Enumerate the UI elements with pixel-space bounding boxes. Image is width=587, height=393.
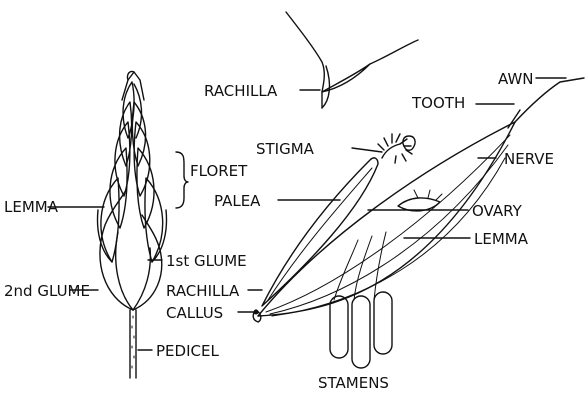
label-nerve: NERVE	[504, 150, 554, 168]
pedicel-stalk	[130, 310, 136, 378]
label-palea: PALEA	[214, 192, 261, 210]
label-awn: AWN	[498, 70, 534, 88]
floret-lemmas	[98, 71, 167, 262]
label-lemma-right: LEMMA	[474, 230, 529, 248]
label-stamens: STAMENS	[318, 374, 389, 392]
second-glume-bract	[100, 190, 133, 310]
labels: RACHILLA AWN TOOTH STIGMA NERVE FLORET L…	[4, 70, 554, 392]
label-rachilla-top: RACHILLA	[204, 82, 278, 100]
label-second-glume: 2nd GLUME	[4, 282, 90, 300]
label-stigma: STIGMA	[256, 140, 315, 158]
stigma-feathery	[378, 134, 415, 163]
label-first-glume: 1st GLUME	[166, 252, 247, 270]
palea-bract	[262, 158, 378, 306]
ovary-organ	[398, 190, 442, 211]
label-pedicel: PEDICEL	[156, 342, 219, 360]
label-callus: CALLUS	[166, 304, 223, 322]
first-glume-bract	[133, 215, 162, 310]
spikelet-drawing	[98, 71, 167, 378]
label-tooth: TOOTH	[411, 94, 465, 112]
rachilla-detail-drawing	[286, 12, 418, 108]
label-rachilla-low: RACHILLA	[166, 282, 240, 300]
label-floret: FLORET	[190, 162, 248, 180]
floret-dissection-drawing	[253, 78, 584, 368]
label-lemma-left: LEMMA	[4, 198, 59, 216]
label-ovary: OVARY	[472, 202, 523, 220]
